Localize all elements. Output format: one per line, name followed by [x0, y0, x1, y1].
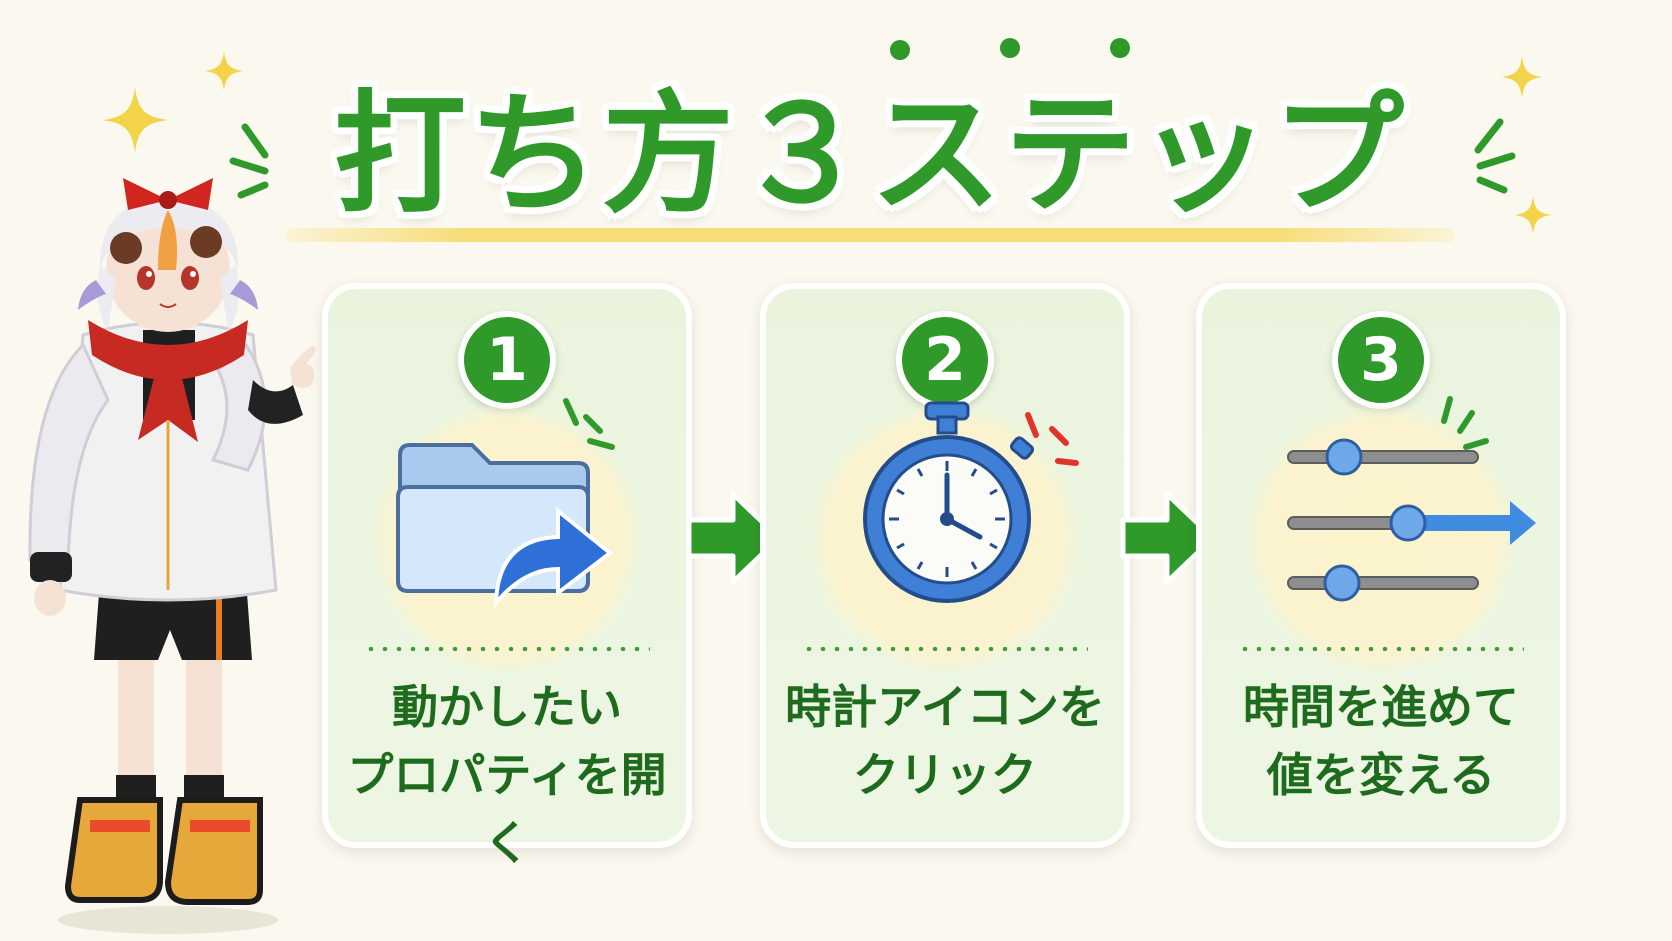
step-caption-line2: 値を変える [1266, 748, 1496, 802]
step-caption-line2: クリック [853, 748, 1037, 802]
step-number-badge: 2 [896, 311, 994, 409]
page-title-text: 打ち方３ステップ [334, 77, 1406, 232]
step-caption-line1: 時計アイコンを [785, 680, 1105, 734]
icon-glow [1246, 404, 1516, 674]
step-caption-line1: 時間を進めて [1243, 680, 1519, 734]
step-card-1: 1 動かしたい プロパティを開く [322, 283, 692, 870]
next-arrow-icon [686, 491, 782, 585]
folder-open-arrow-icon [396, 398, 615, 609]
next-arrow-icon [1120, 491, 1216, 585]
step-caption: 動かしたい プロパティを開く [328, 673, 686, 877]
title-underline [285, 228, 1455, 242]
stopwatch-icon [863, 401, 1079, 603]
dotted-divider [1238, 647, 1524, 651]
sliders-icon [1287, 396, 1536, 602]
dotted-divider [364, 647, 650, 651]
page-title: 打ち方３ステップ [310, 58, 1430, 232]
step-caption-line2: プロパティを開く [347, 748, 667, 870]
step-card-3: 3 時間を進めて 値を変える [1196, 283, 1566, 848]
burst-lines-icon [1474, 118, 1516, 194]
sparkle-icon [1501, 56, 1543, 98]
step-card-2: 2 [760, 283, 1130, 848]
character-illustration [28, 178, 316, 934]
step-number-badge: 1 [458, 311, 556, 409]
burst-lines-icon [229, 123, 269, 199]
dotted-divider [802, 647, 1088, 651]
sparkle-icon [102, 87, 168, 153]
dots-decoration-icon [890, 38, 1130, 60]
step-caption: 時間を進めて 値を変える [1202, 673, 1560, 809]
sparkle-icon [1514, 196, 1552, 234]
step-caption: 時計アイコンを クリック [766, 673, 1124, 809]
sparkle-icon [204, 51, 244, 91]
step-caption-line1: 動かしたい [392, 680, 622, 734]
